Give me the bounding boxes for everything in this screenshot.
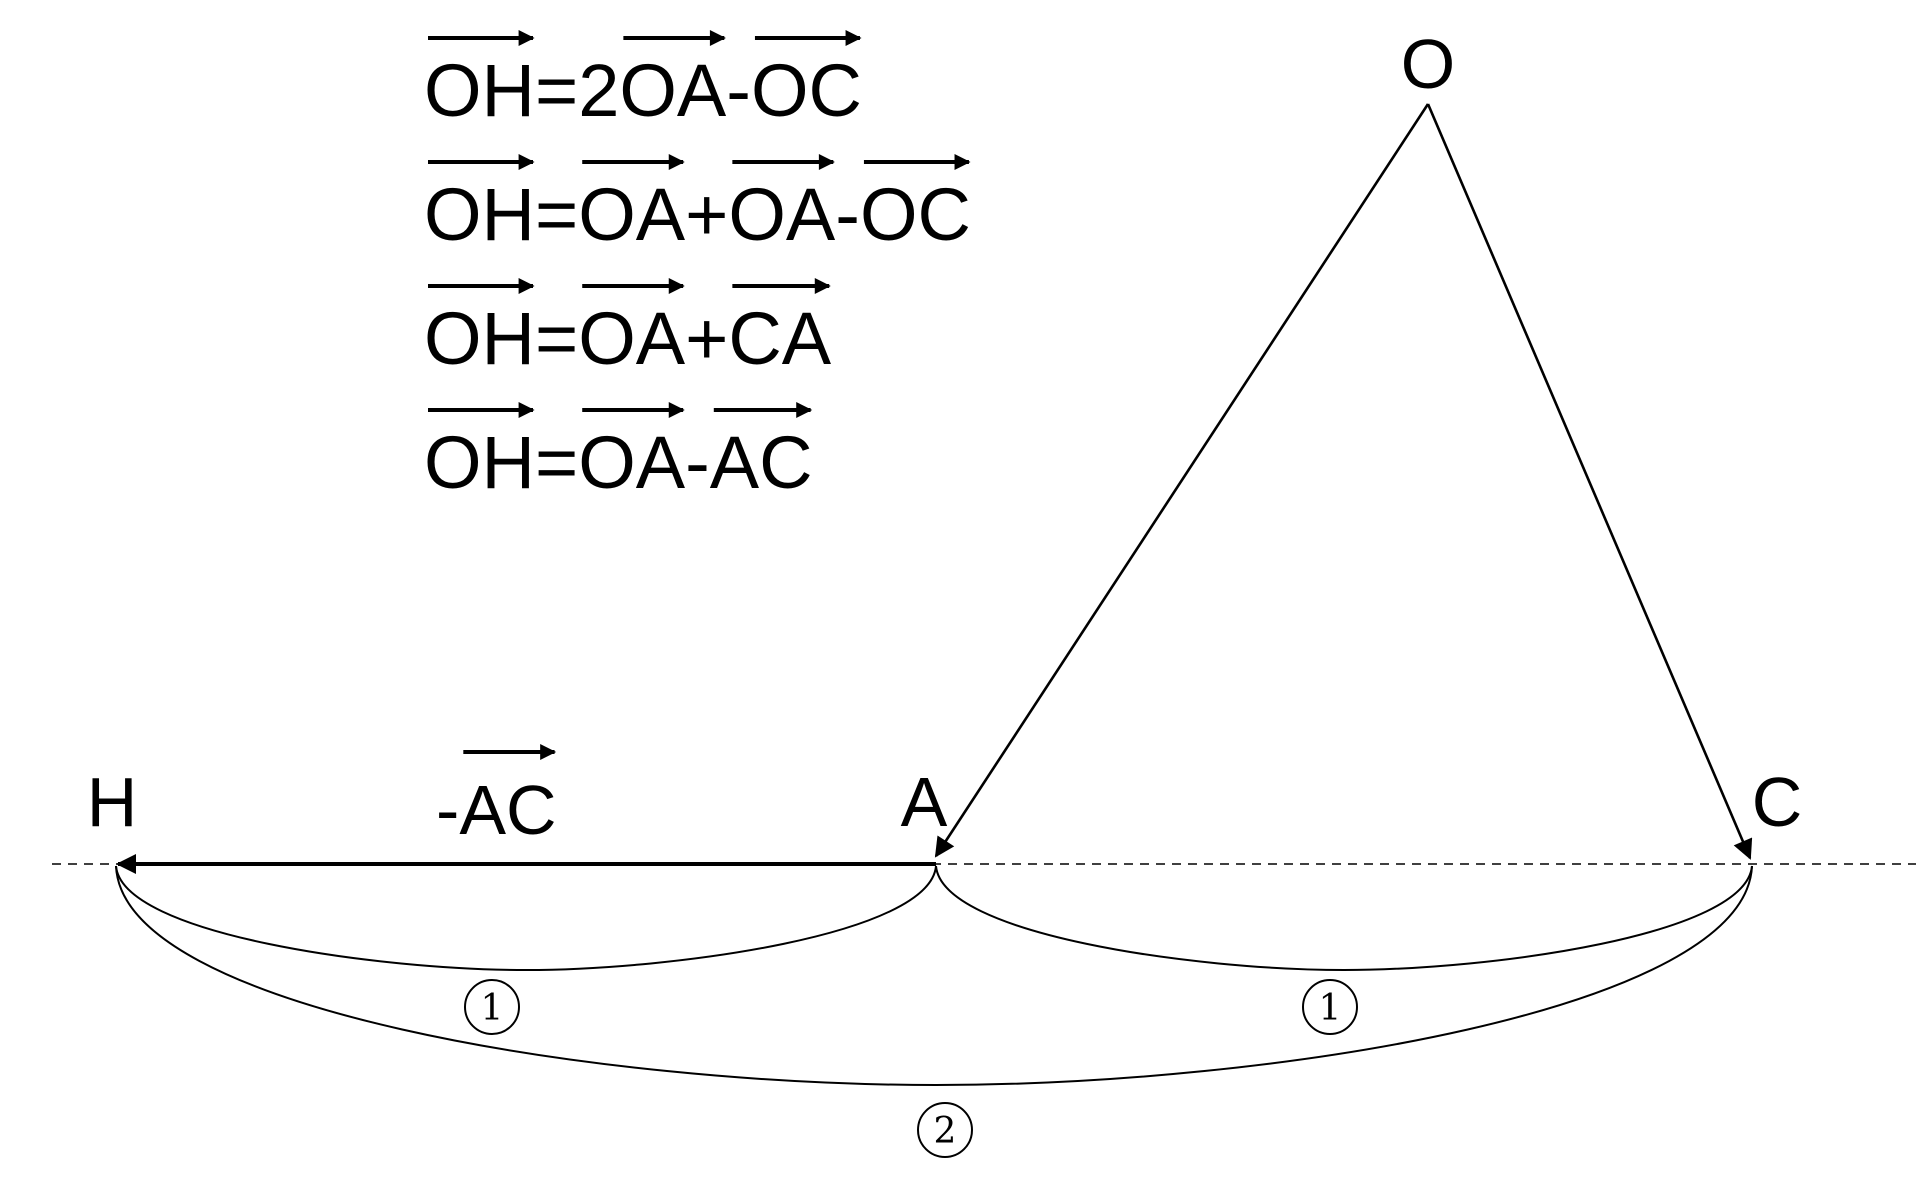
equation-operator: + (685, 173, 728, 256)
equation-vector-term: OA (619, 49, 727, 132)
equation-vector-term: CA (728, 297, 831, 380)
ratio-label-ha: 1 (464, 979, 520, 1035)
arc-ac (935, 865, 1753, 972)
equation-vector-term: OH (424, 173, 535, 256)
equation-operator: - (726, 49, 751, 132)
svg-text:1: 1 (481, 988, 504, 1029)
equation-operator: =2 (535, 49, 619, 132)
arc-hc (115, 865, 1753, 1087)
equation-vector-term: OC (751, 49, 862, 132)
equation-vector-term: OC (860, 173, 971, 256)
equation-text: OH=OA-AC (424, 421, 813, 504)
equation-text: OH=OA+CA (424, 297, 832, 380)
equation-row: OH=OA+OA-OC (424, 154, 971, 256)
segment-label-prefix: - (436, 771, 459, 849)
equation-vector-term: OH (424, 421, 535, 504)
point-label-o: O (1401, 25, 1455, 103)
equation-vector-term: OH (424, 297, 535, 380)
equation-vector-term: OA (728, 173, 836, 256)
equation-vector-term: OH (424, 49, 535, 132)
segment-label-vector: AC (459, 771, 556, 849)
ratio-label-ac: 1 (1302, 979, 1358, 1035)
arc-ha (115, 865, 937, 972)
equation-vector-term: OA (578, 297, 686, 380)
equation-vector-term: OA (578, 173, 686, 256)
point-label-h: H (87, 763, 138, 841)
point-label-c: C (1752, 763, 1803, 841)
svg-text:-AC: -AC (436, 771, 557, 849)
point-label-a: A (901, 763, 948, 841)
equation-operator: + (685, 297, 728, 380)
equation-operator: = (535, 421, 578, 504)
vector-oa (934, 103, 1430, 858)
equation-operator: = (535, 297, 578, 380)
equation-operator: - (835, 173, 860, 256)
equation-row: OH=OA+CA (424, 278, 832, 380)
equation-operator: = (535, 173, 578, 256)
ratio-label-hc: 2 (917, 1102, 973, 1158)
equation-row: OH=OA-AC (424, 402, 813, 504)
equation-text: OH=OA+OA-OC (424, 173, 971, 256)
svg-text:1: 1 (1319, 988, 1342, 1029)
equation-row: OH=2OA-OC (424, 30, 862, 132)
vector-oc (1426, 103, 1753, 860)
svg-text:2: 2 (934, 1111, 957, 1152)
equation-vector-term: OA (578, 421, 686, 504)
equation-text: OH=2OA-OC (424, 49, 862, 132)
equation-operator: - (685, 421, 710, 504)
equation-vector-term: AC (710, 421, 813, 504)
segment-label-neg-ac: -AC (436, 744, 557, 849)
